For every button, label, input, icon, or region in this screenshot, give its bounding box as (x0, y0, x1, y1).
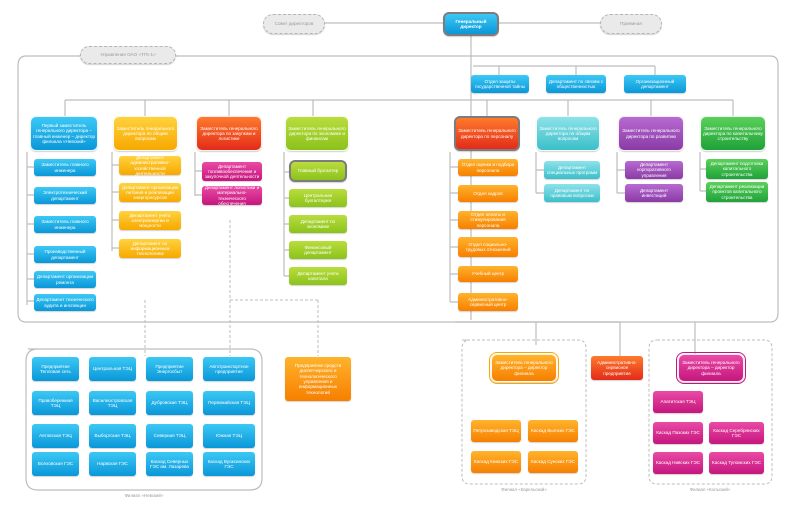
nevsky-unit-11[interactable]: Северная ТЭЦ (146, 424, 193, 448)
nevsky-unit-8[interactable]: Первомайская ТЭЦ (203, 391, 255, 415)
nevsky-unit-13[interactable]: Волховская ГЭС (32, 452, 79, 476)
procurement-fuel-dept[interactable]: Департамент топливообеспечения и закупоч… (202, 162, 262, 181)
personnel-service-center[interactable]: Административно-сервисный центр (458, 293, 518, 311)
deputy-personnel-node[interactable]: Заместитель генерального директора по пе… (454, 116, 520, 151)
personnel-training-center[interactable]: Учебный центр (458, 266, 518, 282)
personnel-pay-dept[interactable]: Отдел оплаты и стимулирования персонала (458, 211, 518, 229)
nevsky-unit-15[interactable]: Каскад Северных ГЭС им. Лазарева (146, 452, 193, 476)
karelsky-unit-2[interactable]: Каскад Выгских ГЭС (528, 420, 578, 442)
economy-chief-accountant[interactable]: Главный бухгалтер (289, 160, 347, 182)
org-node[interactable]: Организационный департамент (624, 75, 686, 93)
nevsky-unit-9[interactable]: Автовская ТЭЦ (32, 424, 79, 448)
kolsky-deputy-node[interactable]: Заместитель генерального директора – дир… (676, 352, 746, 384)
board-node[interactable]: Совет директоров (263, 14, 325, 34)
procurement-logistics-dept[interactable]: Департамент логистики и материально-техн… (202, 185, 262, 206)
karelsky-caption: Филиал «Карельский» (501, 487, 547, 492)
general-it-dept[interactable]: Департамент по информационным технология… (119, 239, 181, 258)
dev-corporate-dept[interactable]: Департамент корпоративного управления (625, 161, 683, 179)
service-enterprise-node[interactable]: Административно-сервисное предприятие (591, 356, 643, 380)
karelsky-unit-1[interactable]: Петрозаводская ТЭЦ (471, 420, 521, 442)
first-chief-engineer-deputy-1[interactable]: Заместитель главного инженера (34, 159, 96, 176)
personnel-hr-dept[interactable]: Отдел кадров (458, 185, 518, 202)
economy-finance-dept[interactable]: Финансовый департамент (289, 241, 347, 259)
general-metering-dept[interactable]: Департамент учета электроэнергии и мощно… (119, 211, 181, 230)
nevsky-unit-6[interactable]: Василеостровская ТЭЦ (89, 391, 136, 415)
nevsky-unit-10[interactable]: Выборгская ТЭЦ (89, 424, 136, 448)
kolsky-unit-4[interactable]: Каскад Нивских ГЭС (653, 452, 703, 474)
cap-projects-dept[interactable]: Департамент реализации проектов капиталь… (706, 182, 768, 202)
deputy-general-issues-node[interactable]: Заместитель генерального директора по об… (536, 116, 600, 151)
kolsky-caption: Филиал «Кольский» (689, 487, 731, 492)
first-audit-dept[interactable]: Департамент технического аудита и инспек… (34, 294, 96, 311)
gi-special-programs[interactable]: Департамент специальных программ (544, 161, 600, 179)
gi-legal-dept[interactable]: Департамент по правовым вопросам (544, 184, 600, 202)
first-production-dept[interactable]: Производственный департамент (34, 246, 96, 263)
nevsky-unit-5[interactable]: Правобережная ТЭЦ (32, 391, 79, 415)
dev-investment-dept[interactable]: Департамент инвестиций (625, 184, 683, 202)
nevsky-unit-1[interactable]: Предприятие Тепловая сеть (32, 357, 79, 381)
general-catering-dept[interactable]: Департамент организации питания и реализ… (119, 183, 181, 202)
deputy-general-node[interactable]: Заместитель генерального директора по об… (113, 116, 178, 151)
karelsky-unit-4[interactable]: Каскад Сунских ГЭС (528, 451, 578, 473)
deputy-procurement-node[interactable]: Заместитель генерального директора по за… (196, 116, 262, 151)
protection-node[interactable]: Отдел защиты государственной тайны (471, 75, 529, 93)
economy-dept[interactable]: Департамент по экономике (289, 215, 347, 233)
personnel-assessment-dept[interactable]: Отдел оценки и подбора персонала (458, 159, 518, 176)
kolsky-unit-1[interactable]: Апатитская ТЭЦ (653, 391, 703, 413)
nevsky-unit-4[interactable]: Автотранспортное предприятие (203, 357, 255, 381)
deputy-first-node[interactable]: Первый заместитель генерального директор… (30, 116, 98, 151)
cap-preparation-dept[interactable]: Департамент подготовки капитального стро… (706, 159, 768, 179)
general-admin-dept[interactable]: Департамент административно-хозяйственно… (119, 155, 181, 176)
ceo-node[interactable]: Генеральный директор (443, 12, 499, 36)
first-repair-dept[interactable]: Департамент организации ремонта (34, 271, 96, 288)
pr-node[interactable]: Департамент по связям с общественностью (546, 75, 606, 93)
deputy-economy-node[interactable]: Заместитель генерального директора по эк… (285, 116, 349, 151)
karelsky-unit-3[interactable]: Каскад Кемских ГЭС (471, 451, 521, 473)
first-chief-engineer-deputy-2[interactable]: Заместитель главного инженера (34, 216, 96, 233)
deputy-development-node[interactable]: Заместитель генерального директора по ра… (618, 116, 684, 151)
karelsky-deputy-node[interactable]: Заместитель генерального директора – дир… (489, 352, 559, 384)
economy-central-accounting[interactable]: Центральная бухгалтерия (289, 189, 347, 207)
personnel-social-dept[interactable]: Отдел социально-трудовых отношений (458, 237, 518, 257)
nevsky-unit-12[interactable]: Южная ТЭЦ (203, 424, 255, 448)
nevsky-caption: Филиал «Невский» (124, 493, 164, 498)
management-node[interactable]: Управление ОАО «ТГК-1» (80, 46, 176, 64)
first-electrotech-dept[interactable]: Электротехнический департамент (34, 187, 96, 204)
deputy-capital-node[interactable]: Заместитель генерального директора по ка… (700, 116, 766, 151)
kolsky-unit-3[interactable]: Каскад Серебрянских ГЭС (709, 422, 764, 444)
nevsky-unit-7[interactable]: Дубровская ТЭЦ (146, 391, 193, 415)
reception-node[interactable]: Приемная (600, 14, 662, 34)
nevsky-unit-2[interactable]: Центральная ТЭЦ (89, 357, 136, 381)
nevsky-unit-14[interactable]: Нарвская ГЭС (89, 452, 136, 476)
kolsky-unit-2[interactable]: Каскад Пазских ГЭС (653, 422, 703, 444)
nevsky-unit-16[interactable]: Каскад Вуоксинских ГЭС (203, 452, 255, 476)
kolsky-unit-5[interactable]: Каскад Туломских ГЭС (709, 452, 764, 474)
economy-capital-accounting[interactable]: Департамент учета капитала (289, 267, 347, 285)
it-control-unit[interactable]: Предприятие средств диспетчерского и тех… (285, 357, 351, 401)
nevsky-unit-3[interactable]: Предприятие Энергосбыт (146, 357, 193, 381)
